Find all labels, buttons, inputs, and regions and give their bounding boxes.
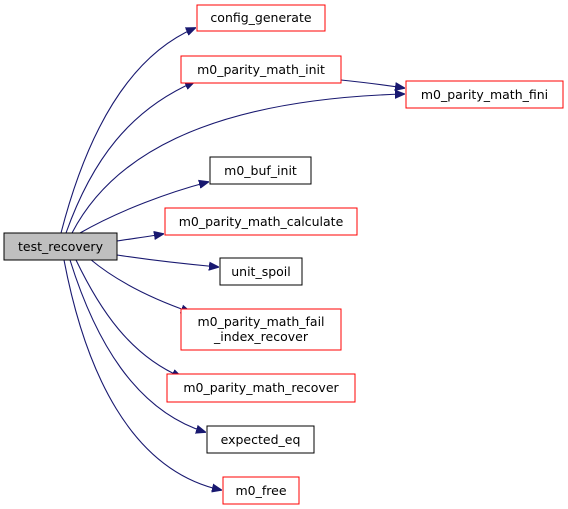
node-m0-buf-init[interactable]: m0_buf_init [209,156,312,185]
edge-test-recovery-to-m0-parity-math-recover [75,259,181,377]
node-unit-spoil-label: unit_spoil [231,264,291,279]
edge-test-recovery-to-m0-parity-math-calculate [116,234,163,242]
edge-m0-parity-math-init-to-m0-parity-math-fini [340,79,404,88]
node-config-generate[interactable]: config_generate [196,4,326,32]
node-m0-parity-math-init-box [180,55,342,84]
node-test-recovery-box [3,232,118,261]
node-m0-parity-math-fail-index-recover-label-line2: _index_recover [213,329,309,344]
node-m0-parity-math-fini-label: m0_parity_math_fini [421,87,548,102]
node-config-generate-box [196,4,326,32]
node-m0-parity-math-calculate-box [164,207,358,236]
edge-test-recovery-to-m0-parity-math-init [65,82,194,234]
node-expected-eq[interactable]: expected_eq [206,425,315,454]
node-unit-spoil-box [219,257,303,286]
node-m0-parity-math-init-label: m0_parity_math_init [197,62,325,77]
node-m0-parity-math-fail-index-recover-box [180,308,342,351]
edge-test-recovery-to-m0-free [63,259,221,490]
node-m0-parity-math-fini-box [405,80,564,109]
node-m0-parity-math-fini[interactable]: m0_parity_math_fini [405,80,564,109]
node-m0-free-label: m0_free [235,483,286,498]
node-unit-spoil[interactable]: unit_spoil [219,257,303,286]
edge-test-recovery-to-m0-buf-init [79,182,208,234]
edges-layer [60,28,404,490]
node-m0-parity-math-fail-index-recover-label-line1: m0_parity_math_fail [197,314,324,329]
node-m0-parity-math-calculate-label: m0_parity_math_calculate [179,214,344,229]
edge-test-recovery-to-m0-parity-math-fail-index-recover [89,258,190,312]
node-expected-eq-box [206,425,315,454]
node-expected-eq-label: expected_eq [221,432,301,447]
node-m0-buf-init-label: m0_buf_init [224,163,297,178]
node-m0-parity-math-recover-label: m0_parity_math_recover [183,380,339,395]
node-m0-parity-math-calculate[interactable]: m0_parity_math_calculate [164,207,358,236]
node-m0-buf-init-box [209,156,312,185]
node-m0-free-box [222,476,300,505]
edge-test-recovery-to-m0-parity-math-fini [71,94,404,234]
node-m0-free[interactable]: m0_free [222,476,300,505]
node-m0-parity-math-init[interactable]: m0_parity_math_init [180,55,342,84]
node-test-recovery[interactable]: test_recovery [3,232,118,261]
edge-test-recovery-to-unit-spoil [116,254,218,267]
edge-test-recovery-to-expected-eq [69,259,205,432]
nodes-layer: test_recovery config_generate m0_parity_… [3,4,564,505]
edge-test-recovery-to-config-generate [60,28,195,234]
node-m0-parity-math-recover[interactable]: m0_parity_math_recover [166,373,356,403]
node-m0-parity-math-recover-box [166,373,356,403]
node-test-recovery-label: test_recovery [18,239,104,254]
node-m0-parity-math-fail-index-recover[interactable]: m0_parity_math_fail _index_recover [180,308,342,351]
node-config-generate-label: config_generate [210,10,311,25]
